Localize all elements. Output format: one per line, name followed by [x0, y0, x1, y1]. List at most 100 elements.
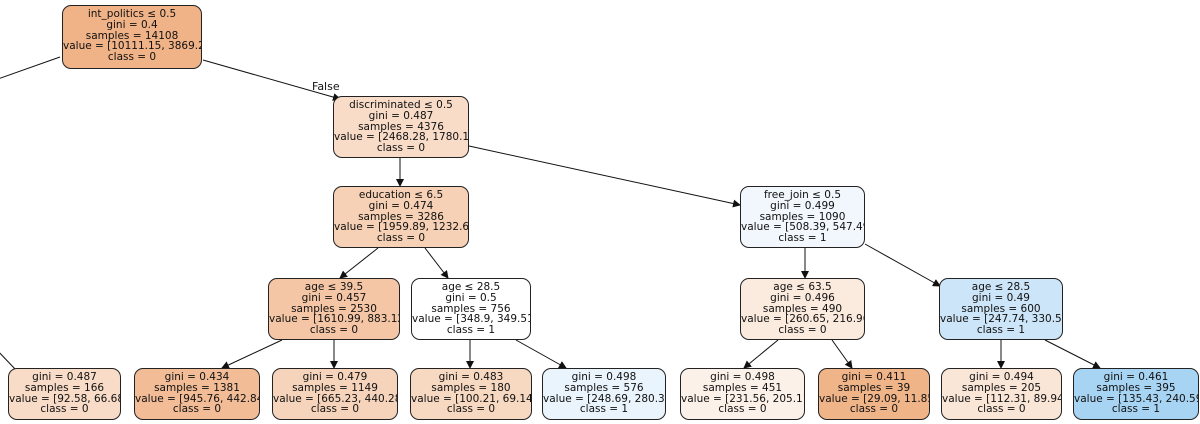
node-line: gini = 0.5 [445, 291, 497, 304]
node-line: samples = 2530 [291, 302, 377, 315]
tree-edge [202, 59, 341, 101]
tree-edge [468, 145, 741, 208]
node-line: education ≤ 6.5 [358, 189, 444, 201]
node-line: gini = 0.498 [710, 371, 775, 383]
node-line: gini = 0.483 [438, 371, 504, 383]
node-line: class = 0 [172, 403, 222, 416]
node-line: gini = 0.474 [368, 199, 434, 212]
node-line: samples = 756 [431, 302, 511, 315]
node-line: samples = 576 [564, 381, 644, 394]
node-line: samples = 395 [1096, 381, 1176, 394]
node-line: value = [248.69, 280.37] [543, 392, 666, 405]
tree-edge [424, 247, 449, 279]
node-line: class = 0 [310, 403, 360, 416]
node-line: gini = 0.494 [969, 371, 1034, 383]
edge-label-false: False [312, 80, 340, 93]
node-line: value = [1959.89, 1232.63] [334, 221, 469, 234]
node-line: value = [135.43, 240.59] [1074, 392, 1199, 405]
tree-edge [743, 339, 779, 369]
node-line: gini = 0.479 [302, 371, 368, 383]
node-line: class = 0 [40, 403, 89, 416]
tree-edge [515, 339, 567, 369]
node-line: class = 1 [579, 403, 629, 416]
node-line: value = [247.74, 330.53] [940, 313, 1063, 326]
node-line: gini = 0.487 [32, 371, 97, 383]
node-line: samples = 3286 [358, 210, 444, 223]
node-line: gini = 0.498 [571, 371, 637, 383]
node-line: class = 0 [718, 403, 767, 416]
node-line: class = 1 [446, 324, 496, 337]
node-line: value = [92.58, 66.68] [9, 392, 121, 405]
node-line: class = 1 [976, 324, 1026, 337]
node-line: value = [231.56, 205.11] [681, 392, 805, 405]
node-line: value = [508.39, 547.49] [741, 221, 865, 234]
tree-edge [864, 243, 941, 287]
node-line: class = 0 [446, 403, 496, 416]
node-line: discriminated ≤ 0.5 [349, 99, 453, 111]
node-line: gini = 0.411 [841, 371, 907, 383]
tree-edge [1044, 339, 1101, 369]
node-line: gini = 0.457 [301, 291, 367, 304]
node-line: class = 0 [376, 142, 426, 155]
tree-edge [221, 339, 283, 369]
node-line: value = [945.76, 442.84] [135, 392, 260, 405]
node-line: free_join ≤ 0.5 [763, 189, 842, 201]
node-line: samples = 1090 [759, 210, 846, 223]
node-line: age ≤ 28.5 [441, 281, 501, 293]
node-line: class = 0 [977, 403, 1026, 416]
tree-edge [339, 247, 379, 279]
node-line: gini = 0.49 [971, 291, 1030, 304]
node-line: samples = 180 [431, 381, 511, 394]
node-line: class = 1 [778, 232, 827, 245]
node-line: gini = 0.499 [770, 199, 835, 212]
tree-edge [831, 339, 853, 369]
node-line: value = [348.9, 349.51] [412, 313, 531, 326]
node-line: value = [665.23, 440.28] [273, 392, 398, 405]
node-line: age ≤ 28.5 [971, 281, 1031, 293]
node-line: samples = 451 [702, 381, 783, 394]
node-line: samples = 490 [762, 302, 843, 315]
node-line: gini = 0.461 [1103, 371, 1169, 383]
node-line: value = [260.65, 216.96] [741, 313, 865, 326]
node-line: value = [100.21, 69.14] [411, 392, 532, 405]
node-line: gini = 0.487 [368, 109, 434, 122]
node-line: samples = 600 [961, 302, 1041, 315]
node-line: class = 0 [309, 324, 359, 337]
node-line: samples = 39 [837, 381, 911, 394]
node-line: samples = 4376 [358, 120, 444, 133]
node-line: class = 0 [376, 232, 426, 245]
node-line: class = 1 [1111, 403, 1161, 416]
tree-edge [0, 352, 17, 371]
node-line: samples = 14108 [85, 29, 179, 42]
node-line: gini = 0.434 [164, 371, 230, 383]
node-line: class = 0 [107, 51, 157, 64]
node-line: samples = 205 [961, 381, 1042, 394]
node-line: age ≤ 63.5 [773, 281, 832, 293]
node-line: gini = 0.4 [106, 18, 158, 31]
node-line: int_politics ≤ 0.5 [87, 8, 177, 20]
node-line: age ≤ 39.5 [304, 281, 364, 293]
node-line: samples = 166 [24, 381, 105, 394]
node-line: value = [29.09, 11.85] [819, 392, 930, 405]
node-line: class = 0 [778, 324, 827, 337]
node-line: samples = 1149 [292, 381, 378, 394]
